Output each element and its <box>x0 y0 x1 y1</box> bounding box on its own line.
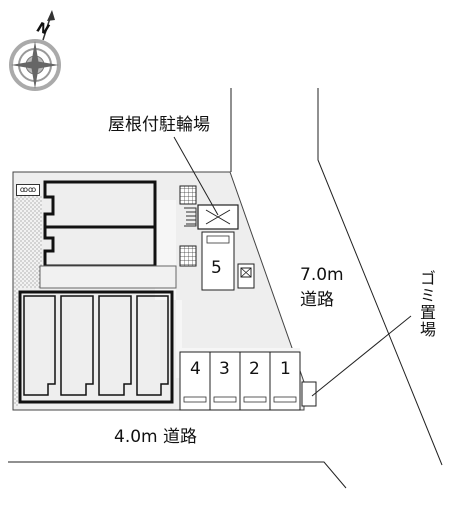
road-edge <box>8 461 347 489</box>
parking-space <box>201 231 235 291</box>
utility-box-icon <box>237 263 255 289</box>
parking-number: 1 <box>280 359 291 379</box>
stairs-south <box>179 245 197 267</box>
parking-number: 3 <box>219 359 230 379</box>
leader-line <box>173 136 219 216</box>
parking-number: 5 <box>211 258 222 278</box>
boundary-line <box>317 88 443 466</box>
leader-line <box>311 315 412 397</box>
garbage-area <box>301 381 317 407</box>
landscaping-strip <box>14 196 42 288</box>
road-east-width: 7.0m <box>300 265 344 285</box>
stairs-north <box>179 185 197 205</box>
road-south-label: 4.0m 道路 <box>114 427 197 447</box>
compass-rose-icon <box>9 10 61 91</box>
bicycle-parking-label: 屋根付駐輪場 <box>108 115 210 135</box>
building-south <box>18 290 174 404</box>
landscaping-strip <box>14 288 20 406</box>
parking-number: 4 <box>190 359 201 379</box>
stair-steps <box>184 207 197 227</box>
bicycle-icon: ꝏꝏ <box>16 184 40 196</box>
building-north <box>43 180 157 268</box>
building-connector <box>39 265 177 289</box>
bicycle-parking-shelter <box>197 204 239 230</box>
road-east-name: 道路 <box>300 290 334 310</box>
parking-number: 2 <box>249 359 260 379</box>
garbage-label: ゴミ置場 <box>417 270 436 338</box>
wheel-stops <box>183 396 297 403</box>
